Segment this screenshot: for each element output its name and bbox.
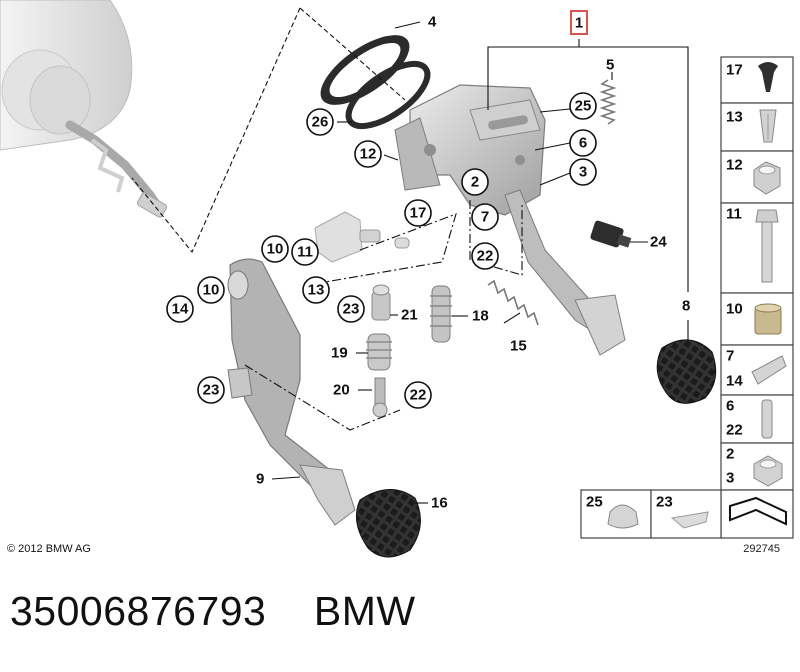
legend-cell-7-14: 7 14 [720,344,794,396]
diagram-id: 292745 [743,543,780,555]
copyright-text: © 2012 BMW AG [7,543,91,555]
callout-23a: 23 [337,295,365,323]
svg-text:23: 23 [343,301,360,318]
svg-text:17: 17 [410,205,427,222]
svg-text:11: 11 [297,244,313,261]
sensor-11 [314,211,410,263]
svg-text:25: 25 [586,494,603,511]
label-16: 16 [431,495,448,512]
svg-text:2: 2 [726,446,734,463]
svg-text:26: 26 [312,114,329,131]
legend-cell-23: 23 [650,489,722,539]
svg-text:6: 6 [726,398,734,415]
legend-bottom-row: 25 23 [580,489,722,539]
svg-text:2: 2 [471,174,479,191]
legend-column: 17 13 12 11 10 7 14 6 22 2 3 [720,56,794,539]
assembly-label-1: 1 [570,10,588,35]
svg-text:22: 22 [477,248,494,265]
label-15: 15 [510,338,527,355]
label-4: 4 [428,14,437,31]
spring-18 [430,285,452,343]
callout-12: 12 [354,140,382,168]
svg-text:13: 13 [726,109,743,126]
svg-text:22: 22 [726,422,743,439]
svg-text:3: 3 [579,164,587,181]
bushing-21 [371,284,391,321]
svg-text:10: 10 [267,241,284,258]
legend-cell-13: 13 [720,102,794,152]
clutch-pedal-arm [504,189,626,356]
callout-25: 25 [569,92,597,120]
legend-cell-17: 17 [720,56,794,104]
label-20: 20 [333,382,350,399]
label-18: 18 [472,308,489,325]
svg-text:10: 10 [726,301,743,318]
legend-cell-12: 12 [720,150,794,204]
label-9: 9 [256,471,264,488]
gasket-26 [345,60,431,130]
spring-15 [487,279,539,326]
callout-14: 14 [166,295,194,323]
brake-pedal-arm [227,258,356,526]
svg-text:14: 14 [726,373,743,390]
callout-10b: 10 [197,276,225,304]
legend-cell-6-22: 6 22 [720,394,794,444]
pin-20 [372,377,388,418]
callout-26: 26 [306,108,334,136]
gasket-4 [320,35,410,105]
svg-text:7: 7 [726,348,734,365]
svg-text:7: 7 [481,209,489,226]
svg-text:12: 12 [726,157,743,174]
pedal-pad-8 [656,339,717,404]
callout-3: 3 [569,158,597,186]
callout-22b: 22 [404,381,432,409]
legend-cell-arrow [720,489,794,539]
callout-2: 2 [461,168,489,196]
svg-text:10: 10 [203,282,220,299]
pedal-pad-16 [355,489,421,558]
svg-text:14: 14 [172,301,189,318]
label-5: 5 [606,57,614,74]
legend-cell-11: 11 [720,202,794,294]
legend-cell-25: 25 [580,489,652,539]
label-24: 24 [650,234,667,251]
brake-booster [0,0,168,218]
label-19: 19 [331,345,348,362]
label-21: 21 [401,307,418,324]
callout-17: 17 [404,199,432,227]
svg-text:25: 25 [575,98,592,115]
callout-23b: 23 [197,376,225,404]
spring-5 [599,79,617,125]
label-8: 8 [682,298,690,315]
svg-text:23: 23 [656,494,673,511]
callout-6: 6 [569,129,597,157]
callout-22a: 22 [471,242,499,270]
spring-19 [366,333,392,371]
leader-lines [131,7,689,504]
legend-cell-2-3: 2 3 [720,442,794,491]
svg-text:3: 3 [726,470,734,487]
part-number-caption: 35006876793 BMW [10,588,416,634]
legend-cell-10: 10 [720,292,794,346]
svg-text:17: 17 [726,62,743,79]
callout-7: 7 [471,203,499,231]
callout-10a: 10 [261,235,289,263]
svg-text:22: 22 [410,387,427,404]
svg-text:23: 23 [203,382,220,399]
callout-13: 13 [302,276,330,304]
svg-text:11: 11 [726,206,742,223]
svg-text:13: 13 [308,282,325,299]
callout-11: 11 [291,238,319,266]
svg-text:12: 12 [360,146,377,163]
svg-text:6: 6 [579,135,587,152]
switch-24 [590,220,632,248]
svg-text:1: 1 [575,15,583,32]
